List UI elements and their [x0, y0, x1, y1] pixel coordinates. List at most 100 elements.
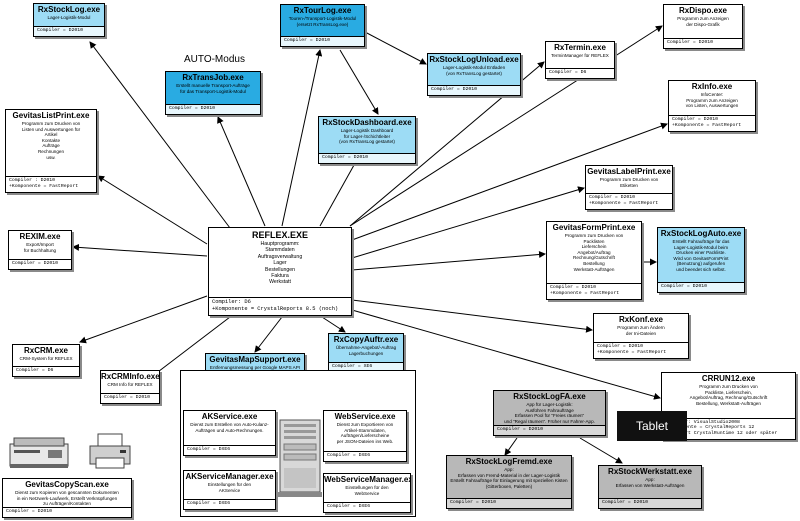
node-gevitaslistprint[interactable]: GevitasListPrint.exe Programm zum Drucke…: [5, 109, 97, 193]
node-desc: Lager-Logistik-Modul: [47, 15, 91, 20]
node-title: RxInfo.exe: [691, 82, 733, 91]
node-rxstocklogauto[interactable]: RxStockLogAuto.exe Erstellt Fahraufträge…: [657, 227, 745, 293]
node-desc: App: Erfassen von Werkstatt-Aufträgen: [615, 477, 685, 488]
node-rxstockwerkstatt[interactable]: RxStockWerkstatt.exe App: Erfassen von W…: [598, 465, 702, 509]
node-desc: Einstellungen für den AKService: [207, 482, 252, 493]
node-rxtourlog[interactable]: RxTourLog.exe Touren-/Transport-Logistik…: [280, 4, 365, 47]
node-desc: Programm zum Ändern der Ini-Dateien: [617, 325, 665, 336]
node-rxtermin[interactable]: RxTermin.exe TerminManager für REFLEX Co…: [545, 41, 615, 79]
node-title: GevitasMapSupport.exe: [209, 355, 301, 364]
node-desc: Programm zum Drucken von Packliste, Lief…: [689, 384, 768, 406]
node-desc: Entfernungsmessung per Google MAPS API: [209, 365, 301, 370]
node-desc: InfoCenter: Programm zum Anzeigen von Li…: [685, 92, 739, 109]
node-title: AKService.exe: [201, 412, 258, 421]
node-compiler: Compiler = D2010 +Komponente = FastRepor…: [669, 115, 755, 131]
node-compiler: Compiler = D2010: [428, 85, 520, 95]
arrow-to-gevitasmapsupport: [254, 316, 283, 353]
node-desc: Übernahme-Angebot/-Auftrag Lagerbuchunge…: [335, 345, 397, 356]
node-compiler: Compiler = D2010: [101, 393, 159, 403]
node-desc: CRM-System für REFLEX: [19, 356, 73, 361]
node-compiler: Compiler = D2010: [658, 282, 744, 292]
node-title: RxTourLog.exe: [293, 6, 352, 15]
node-title: GevitasListPrint.exe: [12, 111, 90, 120]
node-title: GevitasFormPrint.exe: [552, 223, 636, 232]
node-compiler: Compiler = D2010 +Komponente = FastRepor…: [586, 193, 672, 209]
node-compiler: Compiler = DXE6: [324, 502, 410, 512]
node-compiler: Compiler = D2010: [319, 153, 415, 163]
node-title: RxCRMInfo.exe: [101, 372, 160, 381]
arrow-to-rxinfo: [351, 122, 668, 241]
node-compiler: Compiler = D2010 +Komponente = FastRepor…: [594, 342, 688, 358]
node-gevitaslabelprint[interactable]: GevitasLabelPrint.exe Programm zum Druck…: [585, 165, 673, 210]
node-rxcrm[interactable]: RxCRM.exe CRM-System für REFLEX Compiler…: [12, 344, 80, 377]
node-title: GevitasLabelPrint.exe: [587, 167, 671, 176]
node-desc: Programm zum Anzeigen der Dispo-Grafik: [677, 16, 729, 27]
node-desc: Dienst zum Kopieren von gescannten Dokum…: [15, 490, 119, 507]
node-webservicemanager[interactable]: WebServiceManager.exe Einstellungen für …: [323, 473, 411, 513]
node-rxstocklogfa[interactable]: RxStockLogFA.exe App für Lager-Logistik:…: [493, 390, 606, 436]
node-desc: Einstellungen für den WebService: [345, 485, 389, 496]
node-rxstockloglunload[interactable]: RxStockLogUnload.exe Lager-Logistik-Modu…: [427, 53, 521, 96]
node-desc: Touren-/Transport-Logistik-Modul (ersetz…: [288, 16, 357, 27]
node-desc: Programm zum Drucken von Listen und Ausw…: [21, 121, 81, 160]
node-compiler: Compiler = D2010 +Komponente = FastRepor…: [547, 283, 641, 299]
node-rxinfo[interactable]: RxInfo.exe InfoCenter: Programm zum Anze…: [668, 80, 756, 132]
node-gevitasformprint[interactable]: GevitasFormPrint.exe Programm zum Drucke…: [546, 221, 642, 300]
arrow-to-rxkonf: [351, 299, 593, 333]
node-title: RxStockLogFA.exe: [513, 392, 586, 401]
node-desc: Programm zum Drucken von Packlisten Lief…: [564, 233, 624, 272]
node-compiler: Compiler = DXE6: [184, 499, 275, 509]
node-title: RxTermin.exe: [554, 43, 606, 52]
node-compiler: Compiler : D2010 +Komponente = FastRepor…: [6, 176, 96, 192]
node-rexim[interactable]: REXIM.exe Export/Import für Buchhaltung …: [8, 230, 72, 270]
node-title: CRRUN12.exe: [701, 374, 756, 383]
arrow-to-crrun12: [351, 309, 661, 400]
arrow-to-gevitaslabelprint: [351, 186, 585, 259]
node-compiler: Compiler: VisualStudio2008 +Komponente =…: [662, 417, 795, 439]
node-akservicemanager[interactable]: AKServiceManager.exe Einstellungen für d…: [183, 470, 276, 510]
node-rxcrminfo[interactable]: RxCRMInfo.exe CRM Info für REFLEX Compil…: [100, 370, 160, 404]
node-rxtransjob[interactable]: RxTransJob.exe Erstellt manuelle Transpo…: [165, 71, 261, 115]
arrow-to-rxcrm: [79, 295, 208, 344]
arrow-stocklogfa-to-fremd: [504, 437, 518, 456]
node-gevitascopyscan[interactable]: GevitasCopyScan.exe Dienst zum Kopieren …: [2, 478, 132, 518]
node-compiler: Compiler = D6: [546, 68, 614, 78]
node-desc: Erstellt Fahraufträge für das Lager-Logi…: [672, 239, 730, 272]
node-akservice[interactable]: AKService.exe Dienst zum Erstellen von A…: [183, 410, 276, 456]
tablet-label: Tablet: [617, 411, 687, 441]
node-rxstocklog[interactable]: RxStockLog.exe Lager-Logistik-Modul Comp…: [33, 3, 105, 37]
printer-icon: [89, 433, 131, 469]
arrow-to-gevitaslistprint: [97, 175, 208, 245]
scanner-icon: [9, 437, 69, 468]
node-title: RxStockDashboard.exe: [322, 118, 412, 127]
auto-modus-label: AUTO-Modus: [184, 54, 245, 65]
node-rxkonf[interactable]: RxKonf.exe Programm zum Ändern der Ini-D…: [593, 313, 689, 359]
node-desc: Programm zum Drucken von Etiketten: [599, 177, 659, 188]
node-desc: Dienst zum Exportieren von Artikel-Stamm…: [336, 422, 394, 444]
arrow-stocklogfa-to-werkstatt: [579, 437, 623, 464]
node-compiler: Compiler = D2010: [166, 104, 260, 114]
node-desc: Export/Import für Buchhaltung: [23, 242, 57, 253]
node-rxstockdashboard[interactable]: RxStockDashboard.exe Lager-Logistik Dash…: [318, 116, 416, 164]
node-compiler: Compiler = D2010: [494, 425, 605, 435]
arrow-to-rxtourlog: [281, 49, 323, 227]
node-title: RxStockLogUnload.exe: [429, 55, 519, 64]
node-title: AKServiceManager.exe: [185, 472, 274, 481]
node-rxcopyauftr[interactable]: RxCopyAuftr.exe Übernahme-Angebot/-Auftr…: [328, 333, 404, 373]
node-rxstocklogfremd[interactable]: RxStockLogFremd.exe App: Erfassen von Fr…: [446, 455, 572, 509]
node-title: RxTransJob.exe: [182, 73, 244, 82]
node-reflex[interactable]: REFLEX.EXE Hauptprogramm: Stammdaten Auf…: [208, 227, 352, 316]
node-title: RxStockLog.exe: [37, 5, 101, 14]
node-webservice[interactable]: WebService.exe Dienst zum Exportieren vo…: [323, 410, 407, 462]
arrow-to-rexim: [72, 243, 208, 257]
node-title: RxStockLogAuto.exe: [660, 229, 742, 238]
arrow-to-rxstocklog: [89, 41, 231, 229]
arrow-to-rxcopyauftr: [321, 316, 346, 333]
node-title: WebServiceManager.exe: [324, 475, 411, 484]
node-title: RxCRM.exe: [23, 346, 68, 355]
node-rxdispo[interactable]: RxDispo.exe Programm zum Anzeigen der Di…: [663, 4, 743, 49]
node-title: RxDispo.exe: [678, 6, 728, 15]
arrow-to-rxtransjob: [217, 116, 266, 227]
node-title: RxStockLogFremd.exe: [465, 457, 553, 466]
